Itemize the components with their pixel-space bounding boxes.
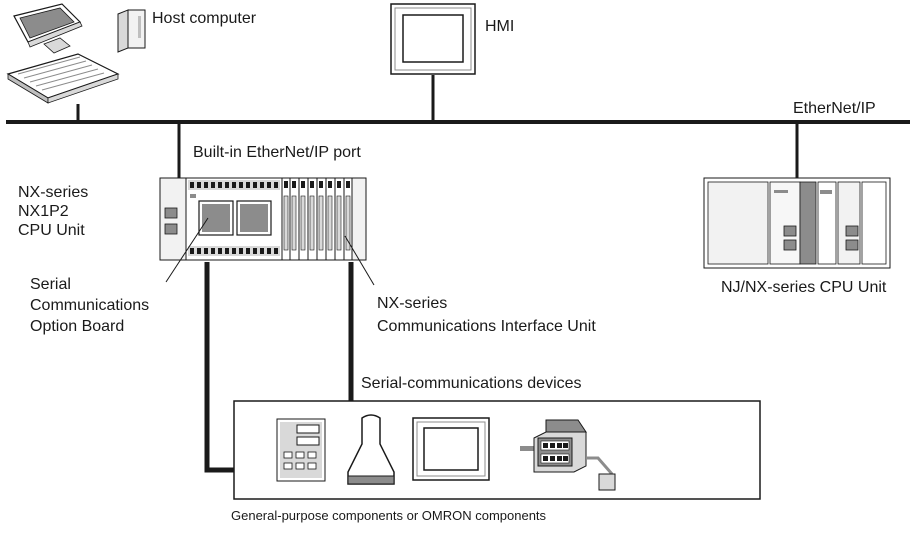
top-terminal-block [188, 180, 280, 190]
leader-option-board [165, 217, 209, 283]
option-board-label-line-1: Serial [30, 276, 71, 293]
nx-io-units [281, 177, 367, 261]
host-computer-icon [6, 3, 146, 104]
nj-nx-cpu-unit [703, 177, 891, 269]
touch-panel-icon [412, 417, 490, 481]
components-caption: General-purpose components or OMRON comp… [231, 508, 547, 523]
sensor-icon [598, 473, 616, 491]
interface-unit-label-line-1: NX-series [377, 295, 448, 312]
serial-line-option-board [204, 262, 234, 473]
barcode-reader-icon [347, 414, 395, 485]
hmi-label: HMI [485, 18, 515, 35]
builtin-port-label: Built-in EtherNet/IP port [193, 144, 361, 161]
host-computer-label: Host computer [152, 10, 257, 27]
nj-nx-cpu-label: NJ/NX-series CPU Unit [721, 279, 887, 296]
bottom-terminal-block [188, 246, 280, 256]
nx1p2-label-line-1: NX-series [18, 184, 89, 201]
nx1p2-label-line-3: CPU Unit [18, 222, 85, 239]
nx1p2-cpu-unit [159, 177, 283, 261]
option-board-label-line-2: Communications [30, 297, 150, 314]
ethernet-ip-label: EtherNet/IP [793, 100, 876, 117]
option-board-label-line-3: Option Board [30, 318, 125, 335]
nx1p2-label-line-2: NX1P2 [18, 203, 69, 220]
hmi-icon [390, 3, 476, 75]
temperature-controller-icon [276, 418, 326, 482]
leader-interface-unit [344, 235, 375, 286]
interface-unit-label-line-2: Communications Interface Unit [377, 318, 596, 335]
serial-devices-label: Serial-communications devices [361, 375, 582, 392]
digital-panel-meter-icon [520, 419, 616, 491]
